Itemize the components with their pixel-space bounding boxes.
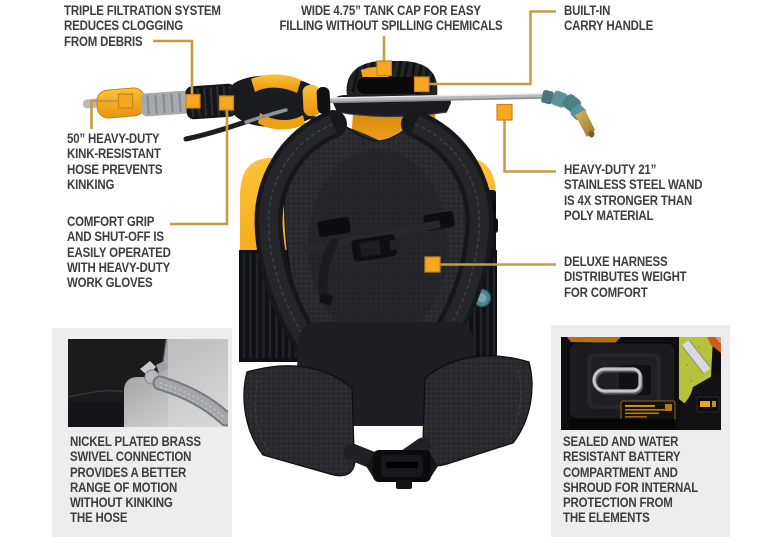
braided-hose <box>152 375 228 427</box>
sternum-buckle <box>351 234 401 262</box>
spray-nozzle <box>541 90 595 138</box>
waist-wing-left <box>243 365 356 477</box>
callout-markers <box>117 60 513 273</box>
callout-comfort-grip: COMFORT GRIP AND SHUT-OFF IS EASILY OPER… <box>67 214 171 291</box>
marker-wand <box>496 103 513 121</box>
marker-comfort-grip <box>218 95 235 111</box>
brass-tip <box>575 110 595 137</box>
callout-lines <box>90 10 556 266</box>
comfort-grip-assembly <box>83 74 331 142</box>
callout-carry-handle: BUILT-IN CARRY HANDLE <box>564 3 654 34</box>
warning-label <box>620 400 676 422</box>
caption-battery-compartment: SEALED AND WATER RESISTANT BATTERY COMPA… <box>563 434 699 526</box>
callout-deluxe-harness: DELUXE HARNESS DISTRIBUTES WEIGHT FOR CO… <box>564 254 687 300</box>
brand-patch <box>696 396 720 413</box>
caption-swivel-connection: NICKEL PLATED BRASS SWIVEL CONNECTION PR… <box>70 434 201 526</box>
inset-panel-swivel: NICKEL PLATED BRASS SWIVEL CONNECTION PR… <box>52 328 232 537</box>
harness <box>254 110 494 399</box>
waist-wing-right <box>421 355 533 467</box>
callout-line-hose <box>90 99 119 129</box>
shut-off-trigger <box>183 118 251 142</box>
callout-line-carry-handle <box>429 10 556 86</box>
callout-triple-filtration: TRIPLE FILTRATION SYSTEM REDUCES CLOGGIN… <box>64 3 221 49</box>
sternum-strap <box>301 220 441 254</box>
waist-belt <box>243 322 533 489</box>
shoulder-strap-right <box>401 110 494 362</box>
metal-latch <box>592 367 643 395</box>
belt-buckle <box>366 450 438 489</box>
battery-compartment-photo <box>561 337 721 430</box>
arm <box>715 337 721 344</box>
callout-tank-cap: WIDE 4.75” TANK CAP FOR EASY FILLING WIT… <box>279 3 503 34</box>
carry-handle-recess <box>357 77 425 94</box>
marker-tank-cap <box>376 60 393 77</box>
callout-stainless-wand: HEAVY-DUTY 21” STAINLESS STEEL WAND IS 4… <box>564 162 703 223</box>
callout-hose: 50” HEAVY-DUTY KINK-RESISTANT HOSE PREVE… <box>67 131 163 192</box>
callout-line-wand <box>503 120 556 173</box>
inset-panel-battery: SEALED AND WATER RESISTANT BATTERY COMPA… <box>551 325 730 537</box>
marker-triple-filtration <box>185 93 201 109</box>
marker-harness <box>424 256 441 273</box>
marker-carry-handle <box>413 76 430 93</box>
marker-hose <box>117 93 134 109</box>
callout-line-triple-filtration <box>153 39 194 95</box>
callout-line-comfort-grip <box>170 110 229 226</box>
shoulder-strap-left <box>254 110 347 362</box>
hose-swivel-connection-photo <box>68 339 228 427</box>
